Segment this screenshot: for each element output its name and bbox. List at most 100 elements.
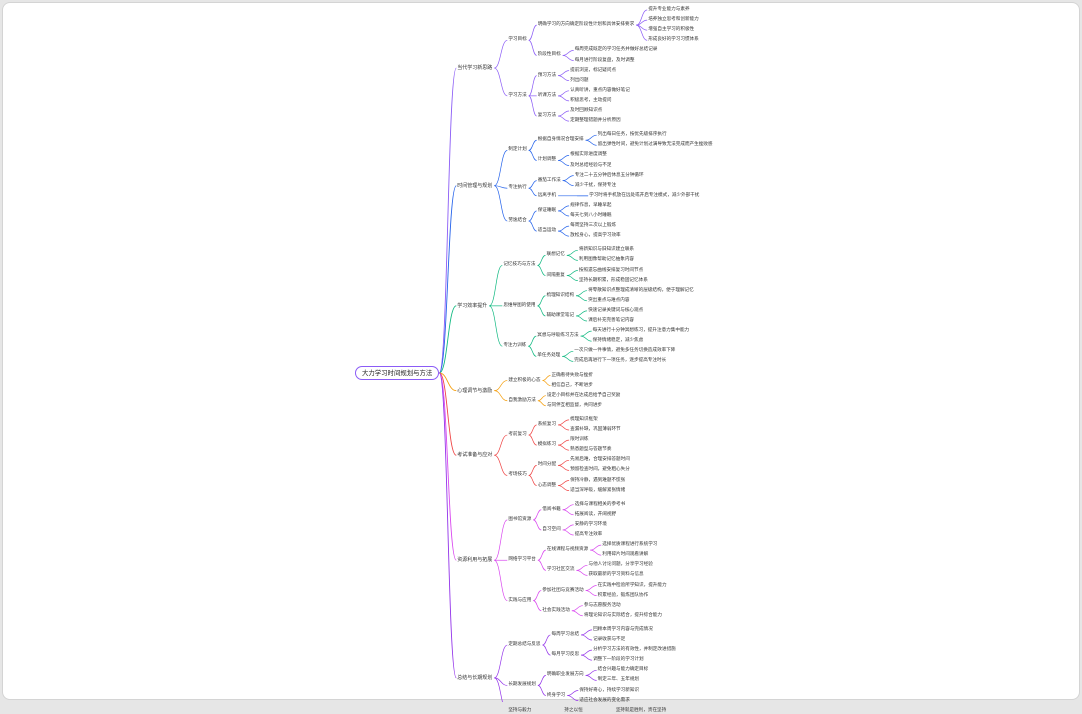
leaf-node[interactable]: 查漏补缺，巩固薄弱环节: [570, 427, 621, 432]
topic-node[interactable]: 明确职业发展方向: [546, 672, 584, 678]
topic-node[interactable]: 梳理知识结构: [546, 292, 575, 298]
leaf-node[interactable]: 回顾本周学习内容与完成情况: [593, 626, 653, 632]
leaf-node[interactable]: 规律作息，早睡早起: [570, 202, 612, 208]
leaf-node[interactable]: 调整下一阶段的学习计划: [593, 657, 644, 663]
leaf-node[interactable]: 每周完成既定的学习任务并做好总结记录: [574, 47, 658, 53]
leaf-node[interactable]: 预留检查时间，避免粗心失分: [570, 467, 630, 473]
leaf-node[interactable]: 将理论知识与实际结合，提升综合能力: [583, 612, 662, 618]
topic-node[interactable]: 建立积极的心态: [508, 377, 541, 383]
topic-node[interactable]: 制定计划: [508, 147, 527, 153]
leaf-node[interactable]: 每天进行十分钟冥想练习，提升注意力集中能力: [592, 328, 690, 334]
leaf-node[interactable]: 及时总结经验与不足: [570, 162, 612, 168]
topic-node[interactable]: 间隔重复: [546, 272, 565, 278]
leaf-node[interactable]: 每天七到八小时睡眠: [570, 213, 612, 218]
topic-node[interactable]: 复习方法: [537, 113, 557, 119]
leaf-node[interactable]: 在实践中检验所学知识，提升能力: [597, 582, 667, 588]
branch-node[interactable]: 心理调节与激励: [457, 387, 493, 394]
leaf-node[interactable]: 专注二十五分钟后休息五分钟循环: [574, 172, 644, 178]
leaf-node[interactable]: 突出重点与难点内容: [588, 297, 630, 303]
branch-node[interactable]: 学习效率提升: [457, 302, 488, 309]
leaf-node[interactable]: 培养独立思考和创新能力: [648, 17, 699, 23]
leaf-node[interactable]: 设定小目标并在达成后给予自己奖励: [546, 392, 621, 398]
topic-node[interactable]: 终身学习: [546, 692, 566, 698]
leaf-node[interactable]: 选择与课程相关的参考书: [574, 501, 626, 507]
leaf-node[interactable]: 课后补充完善笔记内容: [588, 318, 635, 323]
topic-node[interactable]: 借阅书籍: [542, 506, 561, 512]
leaf-node[interactable]: 参与志愿服务活动: [583, 602, 621, 608]
leaf-node[interactable]: 积累经验，锻炼团队协作: [597, 592, 649, 598]
leaf-node[interactable]: 与他人讨论问题，分享学习经验: [588, 562, 653, 568]
topic-node[interactable]: 单任务处理: [537, 353, 561, 359]
leaf-node[interactable]: 学习时将手机放在远处或开启专注模式，减少外部干扰: [589, 192, 700, 198]
leaf-node[interactable]: 正确看待失败与挫折: [551, 372, 593, 378]
topic-node[interactable]: 考前复习: [508, 432, 527, 438]
topic-node[interactable]: 保证睡眠: [537, 207, 557, 213]
leaf-node[interactable]: 适应社会发展的变化需求: [579, 697, 630, 703]
topic-node[interactable]: 系统复习: [537, 421, 557, 427]
leaf-node[interactable]: 根据实际进度调整: [570, 152, 607, 158]
topic-node[interactable]: 听课方法: [537, 92, 557, 98]
topic-node[interactable]: 网络学习平台: [508, 557, 536, 563]
leaf-node[interactable]: 相信自己，不断进步: [551, 382, 593, 388]
leaf-node[interactable]: 定期整理错题并分析原因: [570, 118, 621, 124]
topic-node[interactable]: 学习社区交流: [546, 567, 575, 573]
leaf-node[interactable]: 将零散知识点整理成清晰的层级结构，便于理解记忆: [588, 287, 694, 293]
topic-node[interactable]: 每周学习总结: [551, 631, 580, 637]
topic-node[interactable]: 联想记忆: [546, 252, 565, 258]
topic-node[interactable]: 心态调整: [537, 482, 557, 488]
topic-node[interactable]: 思维导图的使用: [503, 302, 536, 308]
topic-node[interactable]: 明确学习的方向确定阶段性计划和具体安排要求: [537, 22, 635, 28]
branch-node[interactable]: 时间管理与规划: [457, 182, 493, 189]
topic-node[interactable]: 在线课程与视频资源: [546, 547, 589, 553]
topic-node[interactable]: 学习方法: [508, 92, 527, 98]
leaf-node[interactable]: 梳理知识框架: [570, 416, 598, 422]
topic-node[interactable]: 辅助课堂笔记: [546, 312, 575, 318]
leaf-node[interactable]: 留出弹性时间，避免计划过满导致无法完成而产生挫败感: [597, 142, 713, 148]
leaf-node[interactable]: 放松身心，提高学习效率: [570, 233, 621, 239]
leaf-node[interactable]: 快速记录关键词与核心观点: [588, 307, 644, 313]
leaf-node[interactable]: 安静的学习环境: [574, 521, 607, 527]
leaf-node[interactable]: 记录收获与不足: [593, 637, 626, 642]
leaf-node[interactable]: 结合兴趣与能力确定目标: [597, 667, 649, 673]
leaf-node[interactable]: 提高专注效率: [574, 532, 603, 537]
branch-node[interactable]: 总结与长期规划: [457, 674, 493, 681]
topic-node[interactable]: 专注执行: [508, 185, 527, 191]
leaf-node[interactable]: 获取最新的学习资料与信息: [588, 572, 644, 578]
leaf-node[interactable]: 将新知识与旧知识建立联系: [578, 247, 635, 253]
leaf-node[interactable]: 减少干扰，保持专注: [574, 182, 617, 188]
leaf-node[interactable]: 保持好奇心，持续学习新知识: [579, 687, 640, 693]
leaf-node[interactable]: 与同伴互相监督，共同进步: [546, 402, 603, 408]
leaf-node[interactable]: 制定三年、五年规划: [597, 677, 640, 683]
leaf-node[interactable]: 保持情绪稳定，减少焦虑: [592, 338, 644, 344]
leaf-node[interactable]: 认真听讲，重点内容做好笔记: [570, 87, 630, 93]
topic-node[interactable]: 图书馆资源: [508, 516, 532, 522]
leaf-node[interactable]: 完成后再进行下一项任务，逐步提高专注时长: [574, 358, 667, 364]
leaf-node[interactable]: 选择优质课程进行系统学习: [602, 542, 658, 548]
leaf-node[interactable]: 每月进行阶段复盘，及时调整: [574, 57, 635, 63]
topic-node[interactable]: 适当运动: [537, 228, 557, 234]
topic-node[interactable]: 定期总结与反思: [508, 642, 541, 648]
topic-node[interactable]: 根据自身情况合理安排: [537, 137, 584, 143]
topic-node[interactable]: 远离手机: [537, 192, 557, 198]
leaf-node[interactable]: 坚持就是胜利，贵在坚持: [615, 707, 667, 713]
topic-node[interactable]: 参加社团与竞赛活动: [542, 587, 584, 593]
branch-node[interactable]: 当代学习新思路: [457, 65, 493, 72]
leaf-node[interactable]: 增强自主学习的积极性: [648, 27, 695, 33]
topic-node[interactable]: 自我激励方法: [508, 397, 536, 403]
leaf-node[interactable]: 按照遗忘曲线安排复习时间节点: [578, 267, 644, 273]
leaf-node[interactable]: 每周坚持三次以上锻炼: [570, 223, 617, 229]
root-node[interactable]: 大力学习时间规划与方法: [355, 365, 440, 380]
leaf-node[interactable]: 积极思考，主动提问: [570, 97, 612, 103]
leaf-node[interactable]: 形成良好的学习习惯体系: [648, 37, 699, 43]
topic-node[interactable]: 实践与应用: [508, 597, 532, 603]
topic-node[interactable]: 学习目标: [508, 37, 527, 43]
branch-node[interactable]: 资源利用与拓展: [457, 557, 493, 564]
leaf-node[interactable]: 保持冷静，遇到难题不慌张: [570, 477, 626, 483]
topic-node[interactable]: 时间分配: [537, 462, 557, 468]
leaf-node[interactable]: 熟悉题型与答题节奏: [570, 447, 612, 453]
topic-node[interactable]: 社会实践活动: [542, 607, 570, 613]
topic-node[interactable]: 冥想与呼吸练习方法: [537, 333, 579, 339]
branch-node[interactable]: 考试准备与应对: [457, 452, 493, 459]
topic-node[interactable]: 番茄工作法: [537, 177, 561, 183]
topic-node[interactable]: 模拟练习: [537, 442, 557, 448]
